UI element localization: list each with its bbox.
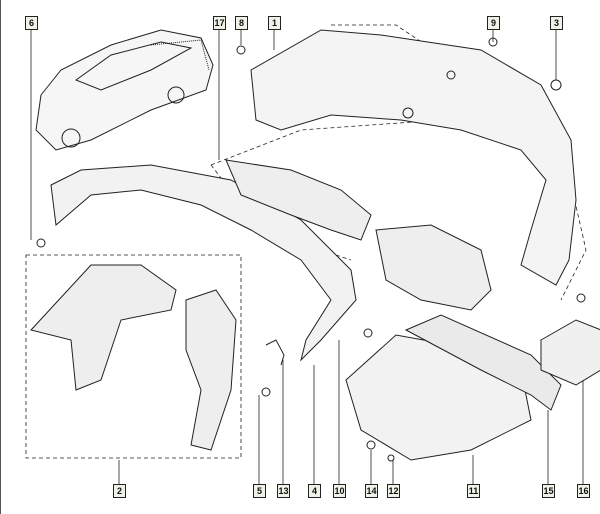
callout-label: 13 <box>277 484 290 498</box>
clip-box <box>540 319 600 386</box>
callout-label: 14 <box>365 484 378 498</box>
callout-label: 2 <box>113 484 126 498</box>
callout-label: 9 <box>487 16 500 30</box>
underbody-panel <box>345 314 562 461</box>
callout-label: 16 <box>577 484 590 498</box>
callout-label: 17 <box>213 16 226 30</box>
callout-label: 12 <box>387 484 400 498</box>
callout-label: 4 <box>308 484 321 498</box>
lower-spoiler <box>50 164 357 362</box>
callout-label: 10 <box>333 484 346 498</box>
callout-label: 5 <box>253 484 266 498</box>
callout-label: 6 <box>25 16 38 30</box>
leader-lines <box>30 28 584 484</box>
side-brackets <box>30 159 492 451</box>
callout-label: 1 <box>268 16 281 30</box>
callout-label: 11 <box>467 484 480 498</box>
callout-label: 8 <box>235 16 248 30</box>
fasteners <box>36 37 586 462</box>
bumper-cover <box>250 29 577 286</box>
callout-label: 3 <box>550 16 563 30</box>
callout-label: 15 <box>542 484 555 498</box>
car-illustration <box>35 29 214 151</box>
